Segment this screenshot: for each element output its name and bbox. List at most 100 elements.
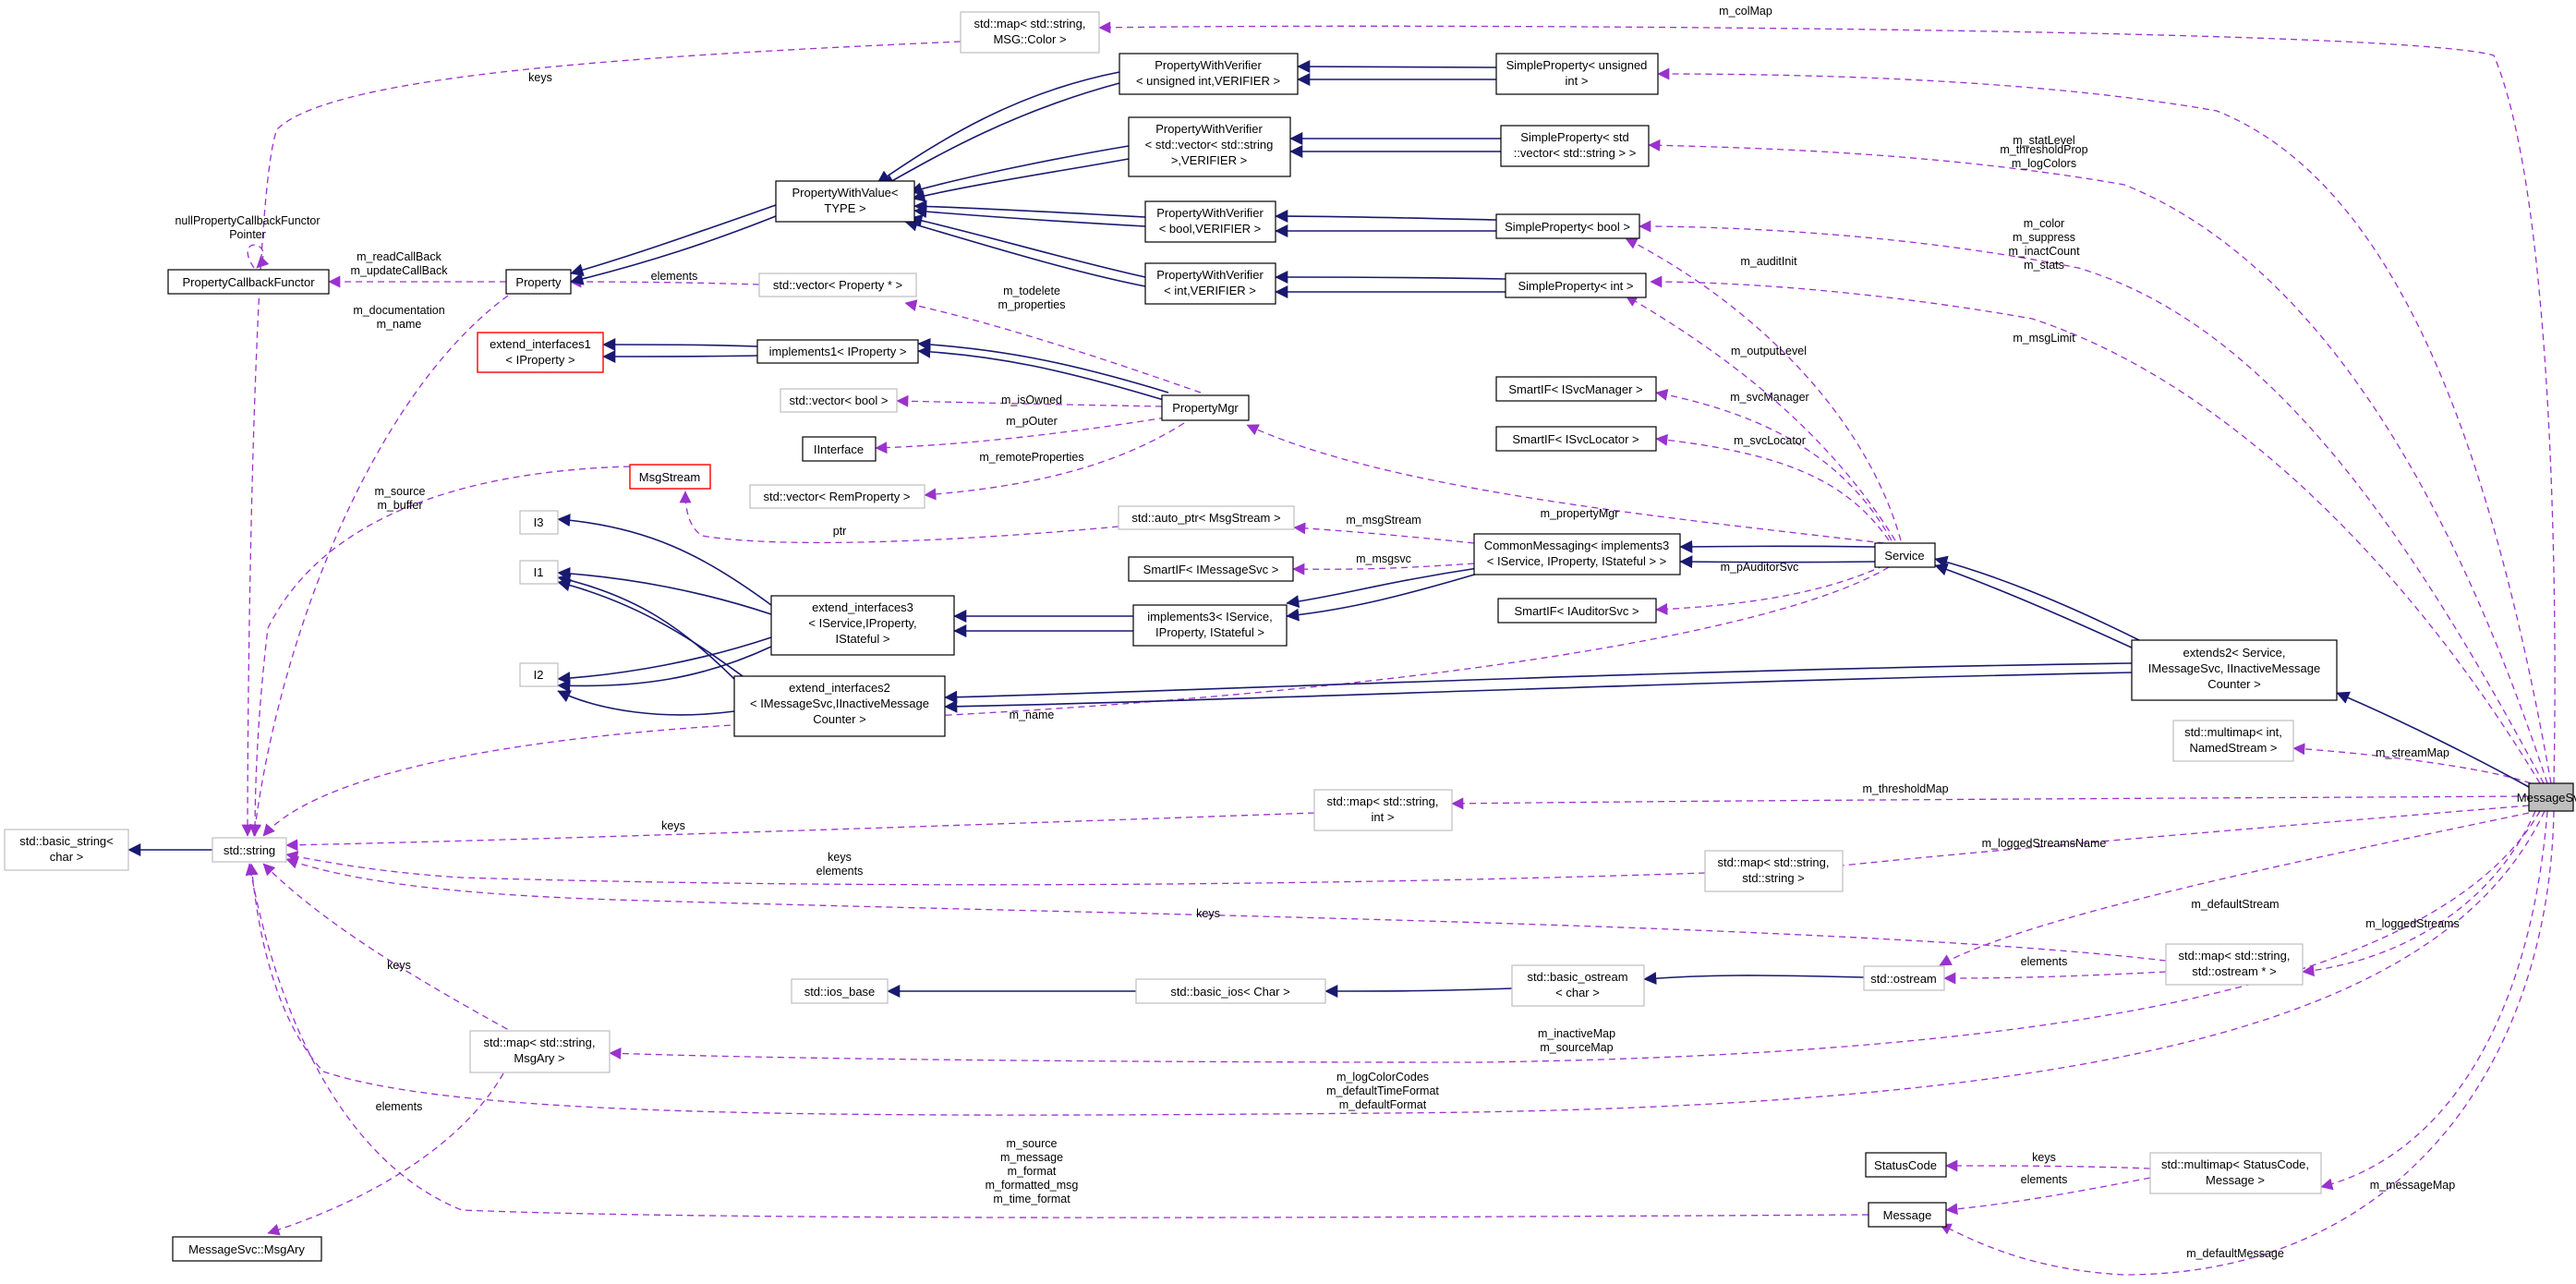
node-smartif-iauditorsvc[interactable]: SmartIF< IAuditorSvc > xyxy=(1497,598,1657,624)
node-map-string-int[interactable]: std::map< std::string, int > xyxy=(1313,789,1453,831)
node-implements1[interactable]: implements1< IProperty > xyxy=(756,339,919,364)
node-i2[interactable]: I2 xyxy=(519,662,559,687)
node-smartif-imessagesvc[interactable]: SmartIF< IMessageSvc > xyxy=(1128,556,1294,582)
edge-label-m-buffer: m_buffer xyxy=(377,499,422,512)
node-simpleproperty-bool[interactable]: SimpleProperty< bool > xyxy=(1495,213,1640,239)
node-extend-interfaces1[interactable]: extend_interfaces1 < IProperty > xyxy=(477,332,604,373)
node-smartif-isvclocator[interactable]: SmartIF< ISvcLocator > xyxy=(1495,426,1657,452)
node-messagesvc-msgary[interactable]: MessageSvc::MsgAry xyxy=(172,1236,322,1262)
node-label: std::ostream xyxy=(1870,972,1937,986)
node-basic-ios[interactable]: std::basic_ios< Char > xyxy=(1135,978,1326,1004)
node-label: I1 xyxy=(534,565,544,579)
edge-label-keys-ostream: keys xyxy=(1196,907,1220,920)
node-property[interactable]: Property xyxy=(505,269,572,295)
node-i3[interactable]: I3 xyxy=(519,510,559,535)
node-auto-ptr-msgstream[interactable]: std::auto_ptr< MsgStream > xyxy=(1118,505,1295,530)
node-propertymgr[interactable]: PropertyMgr xyxy=(1161,394,1250,421)
node-extends2[interactable]: extends2< Service, IMessageSvc, IInactiv… xyxy=(2131,639,2338,701)
node-statuscode[interactable]: StatusCode xyxy=(1865,1152,1947,1178)
node-label: I2 xyxy=(534,668,544,682)
node-implements3[interactable]: implements3< IService, IProperty, IState… xyxy=(1132,604,1288,647)
node-simpleproperty-vector[interactable]: SimpleProperty< std ::vector< std::strin… xyxy=(1500,125,1650,167)
edge-label-m-inactcount: m_inactCount xyxy=(2008,245,2080,258)
edge-label-m-message: m_message xyxy=(1000,1151,1063,1164)
node-commonmessaging[interactable]: CommonMessaging< implements3 < IService,… xyxy=(1473,533,1681,575)
node-label: SmartIF< ISvcManager > xyxy=(1508,382,1642,396)
node-label: SimpleProperty< bool > xyxy=(1505,220,1630,234)
edge-label-m-color: m_color xyxy=(2024,217,2064,230)
node-propertywithverifier-vector[interactable]: PropertyWithVerifier < std::vector< std:… xyxy=(1128,116,1291,177)
edge-label-elements-message: elements xyxy=(2021,1173,2068,1186)
node-std-string[interactable]: std::string xyxy=(212,837,287,863)
edge-label-elements-ostream: elements xyxy=(2021,955,2068,968)
edge-label-elements-msgary: elements xyxy=(376,1100,423,1113)
edge-label-m-loggedstreamsname: m_loggedStreamsName xyxy=(1982,837,2107,850)
node-map-string-string[interactable]: std::map< std::string, std::string > xyxy=(1704,850,1844,892)
node-vector-bool[interactable]: std::vector< bool > xyxy=(780,388,898,413)
edge-label-keys-int: keys xyxy=(661,819,685,832)
edge-label-keys: keys xyxy=(528,71,552,84)
node-ios-base[interactable]: std::ios_base xyxy=(791,978,889,1004)
edge-label-m-todelete: m_todelete xyxy=(1003,285,1060,297)
node-service[interactable]: Service xyxy=(1874,542,1936,568)
node-message[interactable]: Message xyxy=(1868,1202,1947,1228)
node-label: MsgAry > xyxy=(514,1051,564,1065)
node-label: MessageSvc xyxy=(2517,791,2576,805)
node-label: MessageSvc::MsgAry xyxy=(188,1242,305,1256)
node-map-string-msgcolor[interactable]: std::map< std::string, MSG::Color > xyxy=(960,11,1100,54)
node-msgstream[interactable]: MsgStream xyxy=(629,464,711,490)
node-propertywithverifier-int[interactable]: PropertyWithVerifier < int,VERIFIER > xyxy=(1144,262,1276,305)
node-label: std::map< std::string, xyxy=(2178,949,2290,963)
node-label: extends2< Service, xyxy=(2183,646,2286,660)
node-propertywithverifier-bool[interactable]: PropertyWithVerifier < bool,VERIFIER > xyxy=(1144,200,1276,243)
node-extend-interfaces3[interactable]: extend_interfaces3 < IService,IProperty,… xyxy=(770,595,955,656)
edge-label-m-suppress: m_suppress xyxy=(2013,231,2075,244)
node-map-string-ostream[interactable]: std::map< std::string, std::ostream * > xyxy=(2165,943,2304,986)
node-label: < int,VERIFIER > xyxy=(1164,284,1256,297)
node-label: TYPE > xyxy=(824,201,865,215)
node-propertywithvalue-type[interactable]: PropertyWithValue< TYPE > xyxy=(775,180,915,223)
node-multimap-int-namedstream[interactable]: std::multimap< int, NamedStream > xyxy=(2172,720,2294,762)
edge-label-m-defaultformat: m_defaultFormat xyxy=(1339,1098,1427,1111)
node-multimap-statuscode-message[interactable]: std::multimap< StatusCode, Message > xyxy=(2149,1152,2322,1194)
node-map-string-msgary[interactable]: std::map< std::string, MsgAry > xyxy=(469,1030,611,1073)
node-simpleproperty-int[interactable]: SimpleProperty< int > xyxy=(1505,273,1647,298)
node-basic-ostream[interactable]: std::basic_ostream < char > xyxy=(1511,964,1645,1007)
node-label: std::string > xyxy=(1742,871,1805,885)
node-label: std::ios_base xyxy=(804,985,876,999)
edge-label-m-time-format: m_time_format xyxy=(993,1193,1070,1205)
node-smartif-isvcmanager[interactable]: SmartIF< ISvcManager > xyxy=(1495,376,1657,402)
edge-label-m-isowned: m_isOwned xyxy=(1001,394,1062,406)
node-vector-property[interactable]: std::vector< Property * > xyxy=(758,273,917,297)
edge-label-m-colmap: m_colMap xyxy=(1719,5,1772,18)
node-label: extend_interfaces2 xyxy=(789,681,890,695)
node-propertycallbackfunctor[interactable]: PropertyCallbackFunctor xyxy=(167,269,330,295)
node-std-ostream[interactable]: std::ostream xyxy=(1863,965,1945,991)
node-iinterface[interactable]: IInterface xyxy=(802,436,877,462)
edge-label-m-properties: m_properties xyxy=(998,298,1066,311)
node-i1[interactable]: I1 xyxy=(519,560,559,585)
node-label: < std::vector< std::string xyxy=(1145,138,1274,151)
node-basic-string[interactable]: std::basic_string< char > xyxy=(4,829,129,871)
inheritance-edges xyxy=(127,60,2530,998)
node-label: int > xyxy=(1372,810,1395,824)
edge-label-m-name: m_name xyxy=(377,318,422,331)
node-vector-remproperty[interactable]: std::vector< RemProperty > xyxy=(749,484,925,509)
edge-label-keys-statuscode: keys xyxy=(2032,1151,2056,1164)
node-label: IInterface xyxy=(814,442,864,456)
node-label: PropertyWithValue< xyxy=(792,186,898,200)
diagram-nodes: MessageSvc extends2< Service, IMessageSv… xyxy=(4,11,2576,1262)
edge-label-m-thresholdprop: m_thresholdProp xyxy=(2000,143,2087,156)
edge-label-m-defaulttimeformat: m_defaultTimeFormat xyxy=(1326,1084,1439,1097)
node-label: Message xyxy=(1883,1208,1932,1222)
edge-label-m-defaultmessage: m_defaultMessage xyxy=(2186,1247,2284,1260)
node-label: < bool,VERIFIER > xyxy=(1159,222,1262,236)
node-simpleproperty-uint[interactable]: SimpleProperty< unsigned int > xyxy=(1495,53,1659,95)
edge-label-keys-string: keys xyxy=(828,851,852,864)
edge-label-m-messagemap: m_messageMap xyxy=(2370,1179,2455,1192)
node-extend-interfaces2[interactable]: extend_interfaces2 < IMessageSvc,IInacti… xyxy=(733,675,946,737)
node-messagesvc[interactable]: MessageSvc xyxy=(2517,782,2576,812)
node-label: int > xyxy=(1566,74,1589,88)
edge-label-m-documentation: m_documentation xyxy=(353,304,444,317)
node-propertywithverifier-uint[interactable]: PropertyWithVerifier < unsigned int,VERI… xyxy=(1119,53,1299,95)
